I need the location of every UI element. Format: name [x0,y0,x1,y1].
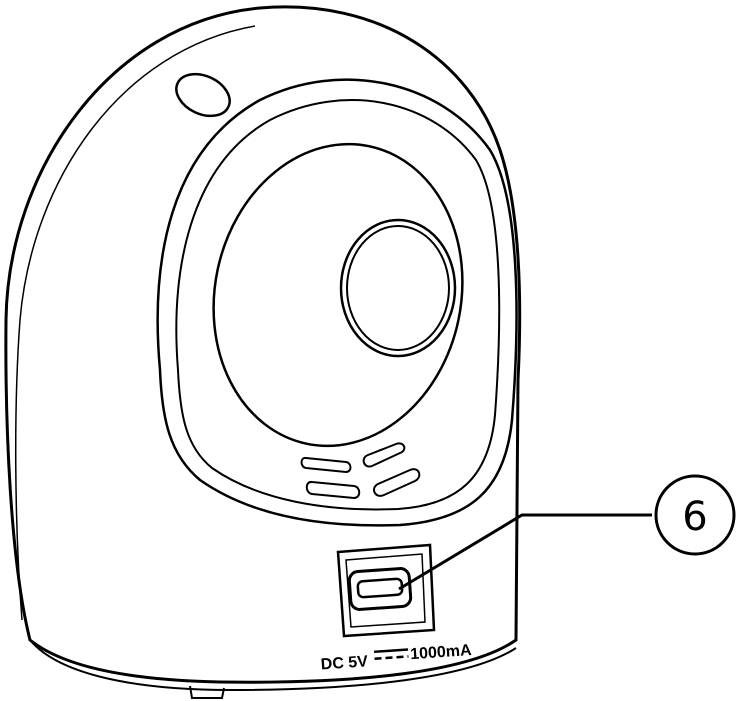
camera-foot [190,686,224,698]
callout-number: 6 [682,494,707,540]
lens-icon [347,226,449,350]
power-voltage-text: DC 5V [320,653,369,673]
usb-port-slot [357,578,402,597]
